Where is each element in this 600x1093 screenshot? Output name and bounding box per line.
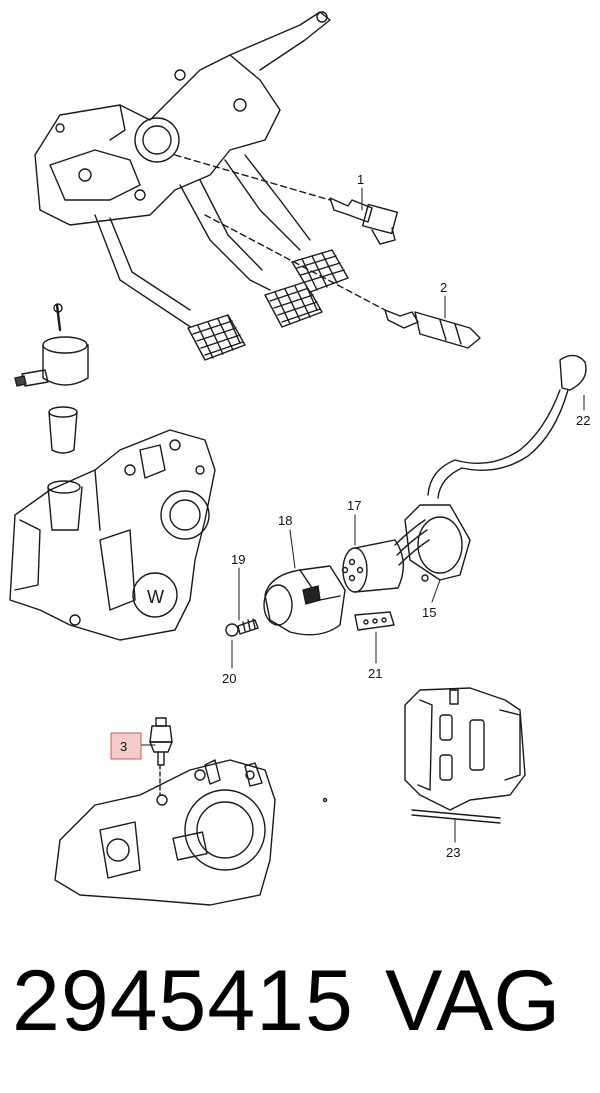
callout-3-highlight xyxy=(110,732,142,760)
callout-17[interactable]: 17 xyxy=(347,498,361,513)
selector-actuator xyxy=(404,687,526,824)
clutch-pedal-switch xyxy=(384,309,481,349)
callout-23[interactable]: 23 xyxy=(446,845,460,860)
pedal-assembly xyxy=(34,11,386,361)
part-number: 2945415 xyxy=(12,953,354,1049)
switch-sensor xyxy=(149,717,173,796)
callout-2[interactable]: 2 xyxy=(440,280,447,295)
callout-15[interactable]: 15 xyxy=(422,605,436,620)
callout-3[interactable]: 3 xyxy=(120,739,127,754)
brand-name: VAG xyxy=(385,953,561,1049)
leader-lines xyxy=(139,187,585,843)
connector-body xyxy=(341,539,404,593)
pedal-pad-right xyxy=(291,249,349,293)
gearbox-housing: W xyxy=(9,429,216,641)
svg-text:W: W xyxy=(147,587,164,607)
callout-21[interactable]: 21 xyxy=(368,666,382,681)
transmission-housing-lower xyxy=(54,759,328,906)
brake-light-switch xyxy=(329,197,399,245)
contact-strip xyxy=(354,611,395,631)
callout-22[interactable]: 22 xyxy=(576,413,590,428)
pedal-pad-left xyxy=(187,314,246,361)
callout-1[interactable]: 1 xyxy=(357,172,364,187)
plug-housing xyxy=(263,565,346,636)
bolt xyxy=(225,618,259,637)
wiring-harness xyxy=(394,354,587,582)
callout-20[interactable]: 20 xyxy=(222,671,236,686)
solenoid-actuator xyxy=(14,303,89,454)
parts-exploded-diagram: W xyxy=(9,11,590,906)
callout-18[interactable]: 18 xyxy=(278,513,292,528)
callout-19[interactable]: 19 xyxy=(231,552,245,567)
pedal-pad-middle xyxy=(264,281,323,328)
